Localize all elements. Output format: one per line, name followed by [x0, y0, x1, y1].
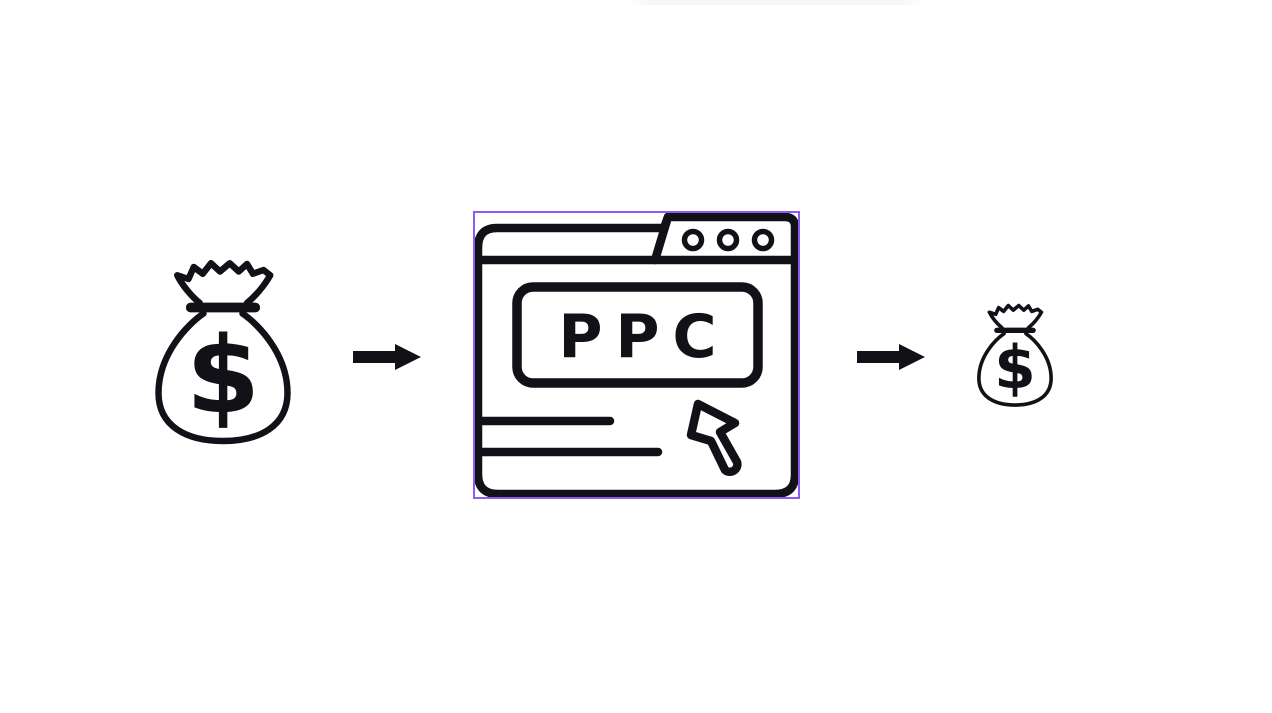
money-bag-icon-large[interactable]: $ [148, 257, 298, 448]
toolbar-remnant [626, 0, 926, 5]
ppc-browser-icon[interactable]: PPC [473, 211, 800, 499]
money-bag-drawing: $ [977, 303, 1053, 407]
money-bag-drawing: $ [155, 260, 291, 445]
ppc-label: PPC [559, 302, 730, 372]
ppc-label-box [512, 282, 763, 388]
dollar-sign: $ [994, 334, 1036, 403]
window-button-3 [751, 228, 775, 252]
arrow-right-shape [353, 344, 421, 370]
browser-window-drawing: PPC [475, 213, 798, 497]
window-button-2 [716, 228, 740, 252]
cursor-click-icon [686, 399, 742, 476]
browser-window-frame [475, 213, 798, 497]
bag-body-outline [155, 310, 291, 445]
arrow-right-icon-2[interactable] [857, 344, 925, 370]
bag-cloth-top [987, 303, 1044, 330]
arrow-right-shape [857, 344, 925, 370]
bag-body-outline [977, 331, 1053, 407]
bag-cloth-top [174, 260, 274, 307]
window-button-1 [681, 228, 705, 252]
money-bag-icon-small[interactable]: $ [973, 302, 1057, 409]
dollar-sign: $ [186, 314, 260, 438]
titlebar-diagonal [650, 213, 673, 265]
arrow-right-icon-1[interactable] [353, 344, 421, 370]
